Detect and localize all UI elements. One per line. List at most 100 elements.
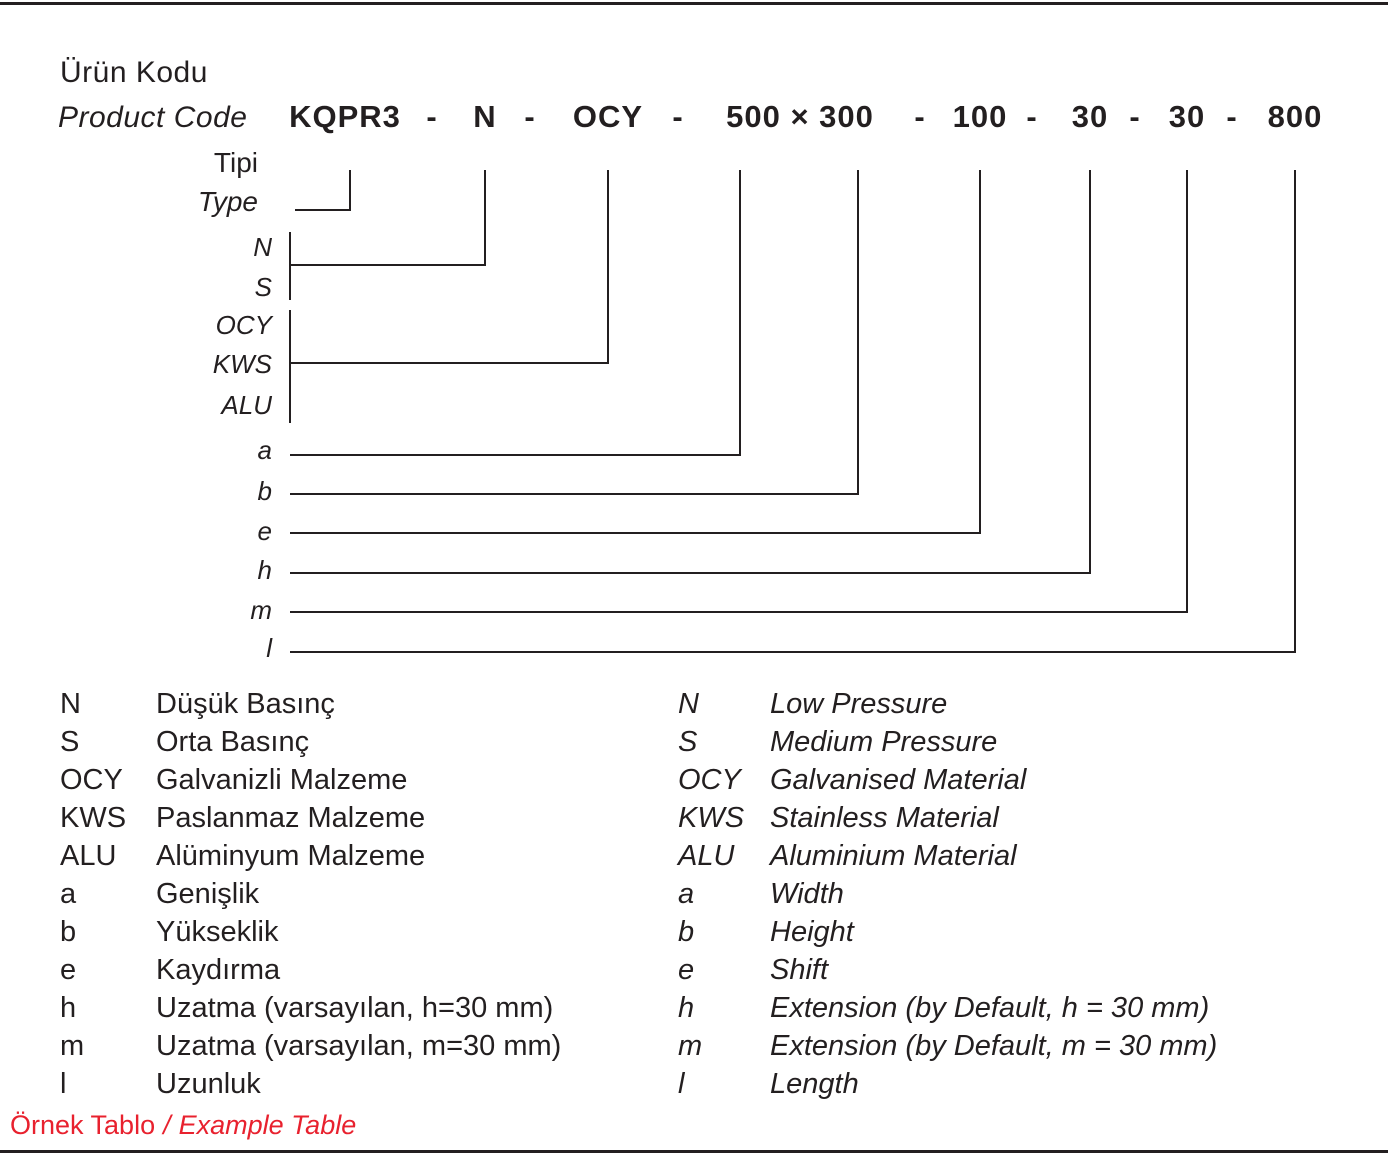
branch-label-e: e <box>257 516 272 546</box>
legend-key: e <box>60 954 77 986</box>
legend-row: b Yükseklik <box>60 913 561 951</box>
legend-row: S Medium Pressure <box>678 723 1217 761</box>
legend-desc: Low Pressure <box>770 688 948 720</box>
legend-desc: Medium Pressure <box>770 726 998 758</box>
branch-label-kws: KWS <box>212 349 272 379</box>
legend-desc: Stainless Material <box>770 802 999 834</box>
code-segment-material: OCY <box>572 99 644 134</box>
code-separator: - <box>524 99 536 134</box>
code-segment-pressure: N <box>473 99 497 134</box>
legend-desc: Aluminium Material <box>770 840 1017 872</box>
legend-key: h <box>60 992 77 1024</box>
connector-l <box>290 170 1296 653</box>
code-separator: - <box>426 99 438 134</box>
branch-label-ocy: OCY <box>215 310 272 340</box>
code-segment-type: KQPR3 <box>289 99 401 134</box>
legend-row: N Düşük Basınç <box>60 685 561 723</box>
legend-key: m <box>60 1030 85 1062</box>
branch-label-n: N <box>253 232 272 262</box>
legend-key: ALU <box>60 840 117 872</box>
legend-row: a Genişlik <box>60 875 561 913</box>
legend-desc: Uzatma (varsayılan, h=30 mm) <box>156 992 554 1024</box>
legend-desc: Genişlik <box>156 878 260 910</box>
code-segment-length: 800 <box>1267 99 1323 134</box>
connector-a <box>290 170 741 456</box>
branch-label-l: l <box>266 633 272 663</box>
legend-key: N <box>678 688 699 720</box>
legend-desc: Galvanizli Malzeme <box>156 764 408 796</box>
code-separator: - <box>1129 99 1141 134</box>
legend-key: h <box>678 992 695 1024</box>
top-rule <box>0 2 1388 5</box>
legend-desc: Galvanised Material <box>770 764 1027 796</box>
legend-row: ALU Aluminium Material <box>678 837 1217 875</box>
branch-label-type: Type <box>197 186 258 217</box>
code-separator: - <box>1026 99 1038 134</box>
legend-row: e Shift <box>678 951 1217 989</box>
code-separator: - <box>1226 99 1238 134</box>
legend-desc: Orta Basınç <box>156 726 310 758</box>
branch-label-b: b <box>257 476 272 506</box>
legend-row: KWS Stainless Material <box>678 799 1217 837</box>
legend-key: l <box>60 1068 67 1100</box>
legend-desc: Extension (by Default, m = 30 mm) <box>770 1030 1218 1062</box>
legend-key: N <box>60 688 81 720</box>
legend-key: b <box>678 916 695 948</box>
connector-b <box>290 170 859 495</box>
legend-desc: Width <box>770 878 844 910</box>
legend-key: b <box>60 916 77 948</box>
legend-row: e Kaydırma <box>60 951 561 989</box>
legend-row: m Uzatma (varsayılan, m=30 mm) <box>60 1027 561 1065</box>
legend-row: S Orta Basınç <box>60 723 561 761</box>
code-separator: - <box>914 99 926 134</box>
legend-desc: Yükseklik <box>156 916 279 948</box>
branch-label-a: a <box>257 435 272 465</box>
legend-key: KWS <box>678 802 745 834</box>
legend-desc: Height <box>770 916 854 948</box>
legend-row: KWS Paslanmaz Malzeme <box>60 799 561 837</box>
legend-desc: Paslanmaz Malzeme <box>156 802 426 834</box>
code-segment-extension-h: 30 <box>1071 99 1109 134</box>
legend-row: N Low Pressure <box>678 685 1217 723</box>
legend-row: h Extension (by Default, h = 30 mm) <box>678 989 1217 1027</box>
legend-key: a <box>678 878 695 910</box>
bottom-rule <box>0 1150 1388 1153</box>
caption-separator: / <box>163 1110 171 1140</box>
caption-english: Example Table <box>178 1110 357 1140</box>
connector-material <box>290 170 609 364</box>
branch-label-h: h <box>257 555 272 585</box>
caption-turkish: Örnek Tablo <box>10 1110 156 1140</box>
legend-key: S <box>678 726 698 758</box>
legend-key: a <box>60 878 77 910</box>
connector-pressure <box>290 170 486 266</box>
legend-key: ALU <box>678 840 735 872</box>
legend-row: b Height <box>678 913 1217 951</box>
legend-key: e <box>678 954 695 986</box>
branch-label-m: m <box>250 595 272 625</box>
example-table-caption: Örnek Tablo/Example Table <box>10 1110 356 1141</box>
branch-label-tipi: Tipi <box>213 147 258 178</box>
legend-desc: Düşük Basınç <box>156 688 335 720</box>
branch-label-alu: ALU <box>221 390 272 420</box>
legend-key: KWS <box>60 802 127 834</box>
legend-key: S <box>60 726 80 758</box>
legend-row: OCY Galvanised Material <box>678 761 1217 799</box>
legend-row: OCY Galvanizli Malzeme <box>60 761 561 799</box>
legend-desc: Uzatma (varsayılan, m=30 mm) <box>156 1030 562 1062</box>
code-segment-dimensions: 500 × 300 <box>726 99 874 134</box>
connector-h <box>290 170 1091 574</box>
legend-desc: Shift <box>770 954 829 986</box>
connector-m <box>290 170 1188 613</box>
legend-key: OCY <box>60 764 123 796</box>
page-title-turkish: Ürün Kodu <box>60 56 208 89</box>
page-title-english: Product Code <box>58 101 248 134</box>
legend-desc: Extension (by Default, h = 30 mm) <box>770 992 1210 1024</box>
legend-desc: Kaydırma <box>156 954 281 986</box>
connector-e <box>290 170 981 534</box>
legend-key: OCY <box>678 764 741 796</box>
